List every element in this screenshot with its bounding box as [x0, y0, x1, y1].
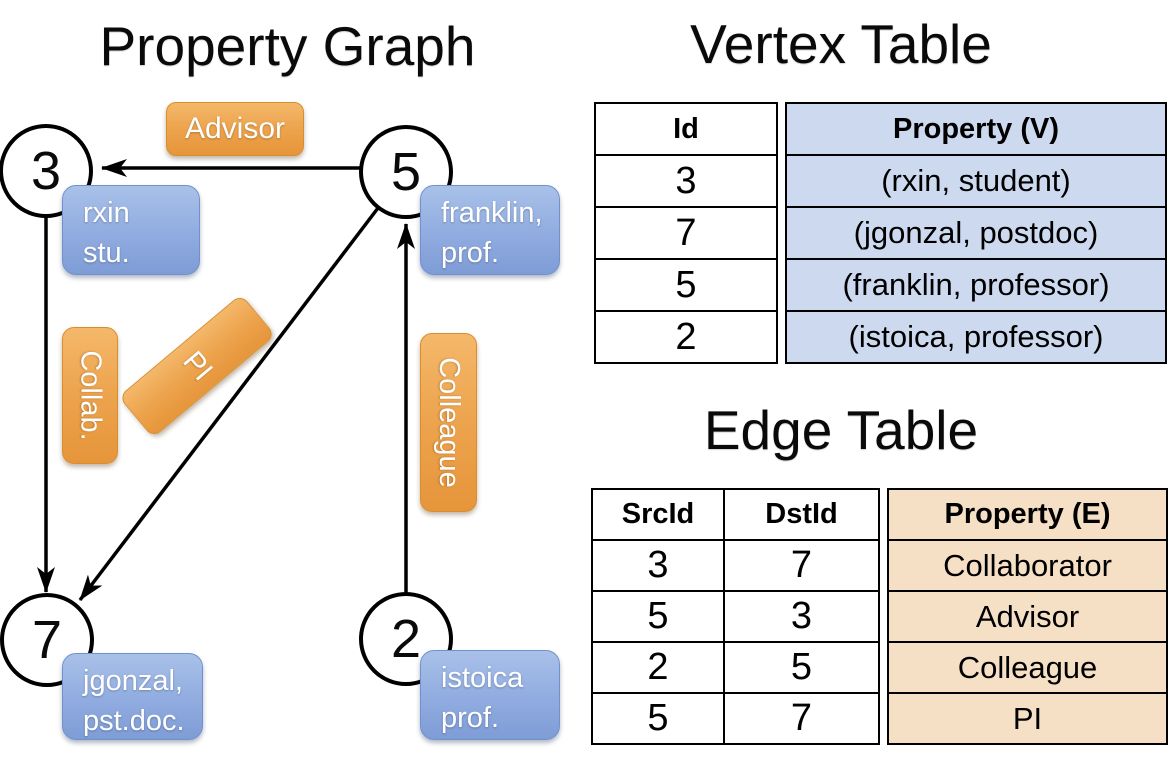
property-line: prof. — [441, 702, 500, 735]
table-cell: Collaborator — [887, 539, 1168, 592]
srcid-header: SrcId — [591, 488, 725, 541]
node-label-2: 2 — [390, 609, 422, 669]
node-label-5: 5 — [390, 142, 422, 202]
table-cell: 3 — [723, 590, 880, 643]
table-cell: 5 — [723, 641, 880, 694]
table-cell: 3 — [591, 539, 725, 592]
table-cell: (istoica, professor) — [785, 310, 1167, 364]
table-cell: 5 — [594, 258, 778, 312]
vertex-table-property-column: Property (V) (rxin, student) (jgonzal, p… — [785, 102, 1167, 364]
table-cell: 7 — [723, 539, 880, 592]
table-cell: 7 — [723, 692, 880, 745]
table-cell: 2 — [594, 310, 778, 364]
vertex-id-header: Id — [594, 102, 778, 156]
vertex-property-box-franklin: franklin, prof. — [420, 185, 560, 275]
property-line: istoica — [441, 662, 524, 694]
dstid-header: DstId — [723, 488, 880, 541]
property-line: stu. — [83, 237, 130, 270]
node-label-3: 3 — [30, 141, 62, 201]
table-cell: 7 — [594, 206, 778, 260]
vertex-property-box-istoica: istoica prof. — [420, 650, 560, 740]
vertex-table-id-column: Id 3 7 5 2 — [594, 102, 778, 364]
edge-table-id-columns: SrcId DstId 3 7 5 3 2 5 5 7 — [591, 488, 880, 745]
table-cell: 5 — [591, 692, 725, 745]
table-cell: (franklin, professor) — [785, 258, 1167, 312]
property-line: franklin, — [441, 197, 543, 229]
edge-table-property-column: Property (E) Collaborator Advisor Collea… — [887, 488, 1168, 745]
property-line: prof. — [441, 237, 500, 270]
table-cell: Advisor — [887, 590, 1168, 643]
edge-label-advisor: Advisor — [166, 102, 304, 156]
vertex-property-header: Property (V) — [785, 102, 1167, 156]
property-line: rxin — [83, 197, 130, 229]
edge-label-text: Collab. — [74, 350, 107, 441]
property-line: pst.doc. — [83, 705, 185, 738]
table-cell: PI — [887, 692, 1168, 745]
edge-table-title: Edge Table — [703, 399, 979, 461]
table-cell: 2 — [591, 641, 725, 694]
node-label-7: 7 — [31, 610, 63, 670]
table-cell: 3 — [594, 154, 778, 208]
edge-arrow-5-to-7 — [78, 206, 380, 602]
edge-label-text: Advisor — [184, 112, 286, 145]
property-line: jgonzal, — [83, 665, 183, 697]
edge-label-text: PI — [176, 344, 219, 387]
table-cell: (rxin, student) — [785, 154, 1167, 208]
table-cell: (jgonzal, postdoc) — [785, 206, 1167, 260]
table-cell: 5 — [591, 590, 725, 643]
vertex-property-box-rxin: rxin stu. — [62, 185, 200, 275]
edge-label-colleague: Colleague — [420, 333, 477, 512]
table-cell: Colleague — [887, 641, 1168, 694]
edge-property-header: Property (E) — [887, 488, 1168, 541]
vertex-table-title: Vertex Table — [690, 13, 992, 75]
property-graph-title: Property Graph — [99, 15, 476, 77]
edge-label-collab: Collab. — [62, 327, 118, 464]
edge-label-text: Colleague — [433, 357, 466, 488]
vertex-property-box-jgonzal: jgonzal, pst.doc. — [62, 653, 203, 740]
